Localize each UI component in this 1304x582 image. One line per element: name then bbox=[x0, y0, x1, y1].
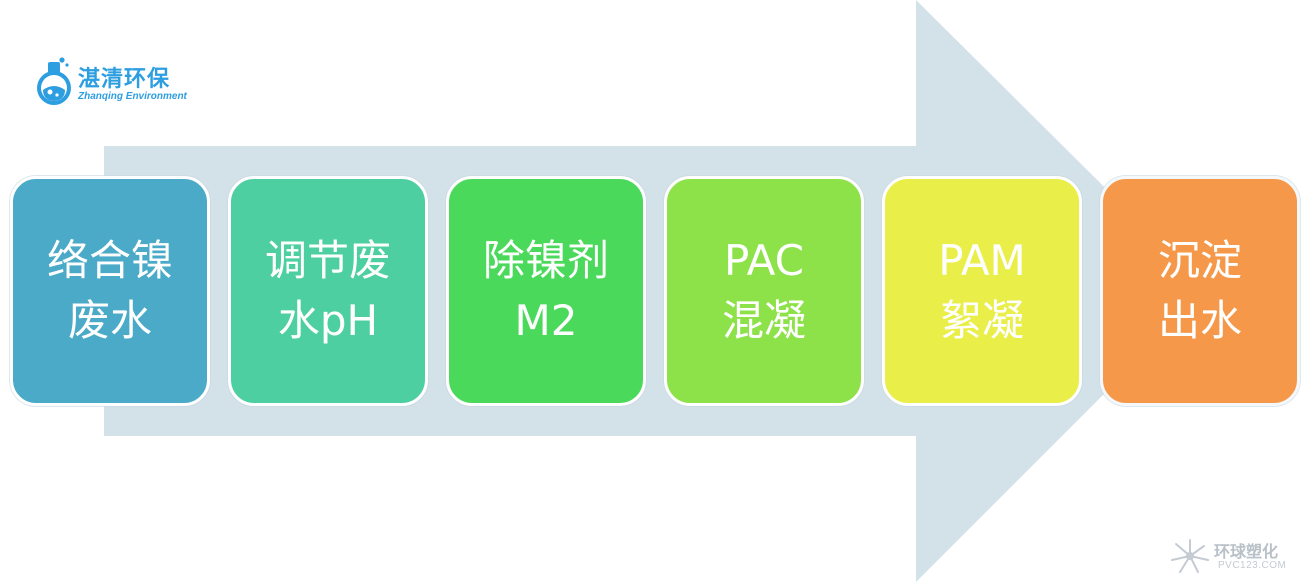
step-6-line-1: 沉淀 bbox=[1157, 236, 1242, 286]
watermark-url: PVC123.COM bbox=[1218, 560, 1287, 571]
step-nickel-remover-m2: 除镍剂 M2 bbox=[446, 176, 646, 406]
sparkle-icon bbox=[1171, 539, 1209, 573]
watermark: 环球塑化 PVC123.COM bbox=[1168, 536, 1298, 576]
step-1-line-1: 络合镍 bbox=[46, 236, 173, 286]
step-2-line-1: 调节废 bbox=[264, 236, 391, 286]
step-3-line-2: M2 bbox=[514, 296, 578, 345]
step-pac-coagulation: PAC 混凝 bbox=[664, 176, 864, 406]
logo: 湛清环保 Zhanqing Environment bbox=[34, 56, 204, 108]
step-1-line-2: 废水 bbox=[67, 296, 152, 345]
step-sedimentation-effluent: 沉淀 出水 bbox=[1100, 176, 1300, 406]
logo-title: 湛清环保 bbox=[78, 67, 171, 92]
step-complexed-nickel-wastewater: 络合镍 废水 bbox=[10, 176, 210, 406]
step-pam-flocculation: PAM 絮凝 bbox=[882, 176, 1082, 406]
step-2-line-2: 水pH bbox=[277, 296, 379, 345]
step-6-line-2: 出水 bbox=[1157, 296, 1242, 345]
step-3-line-1: 除镍剂 bbox=[482, 236, 609, 286]
step-5-line-2: 絮凝 bbox=[939, 296, 1024, 345]
step-adjust-ph: 调节废 水pH bbox=[228, 176, 428, 406]
watermark-title: 环球塑化 bbox=[1214, 542, 1279, 561]
step-4-line-1: PAC bbox=[724, 236, 804, 286]
logo-subtitle: Zhanqing Environment bbox=[78, 91, 187, 102]
flask-icon bbox=[37, 57, 71, 105]
step-4-line-2: 混凝 bbox=[721, 296, 806, 345]
step-5-line-1: PAM bbox=[938, 236, 1026, 286]
